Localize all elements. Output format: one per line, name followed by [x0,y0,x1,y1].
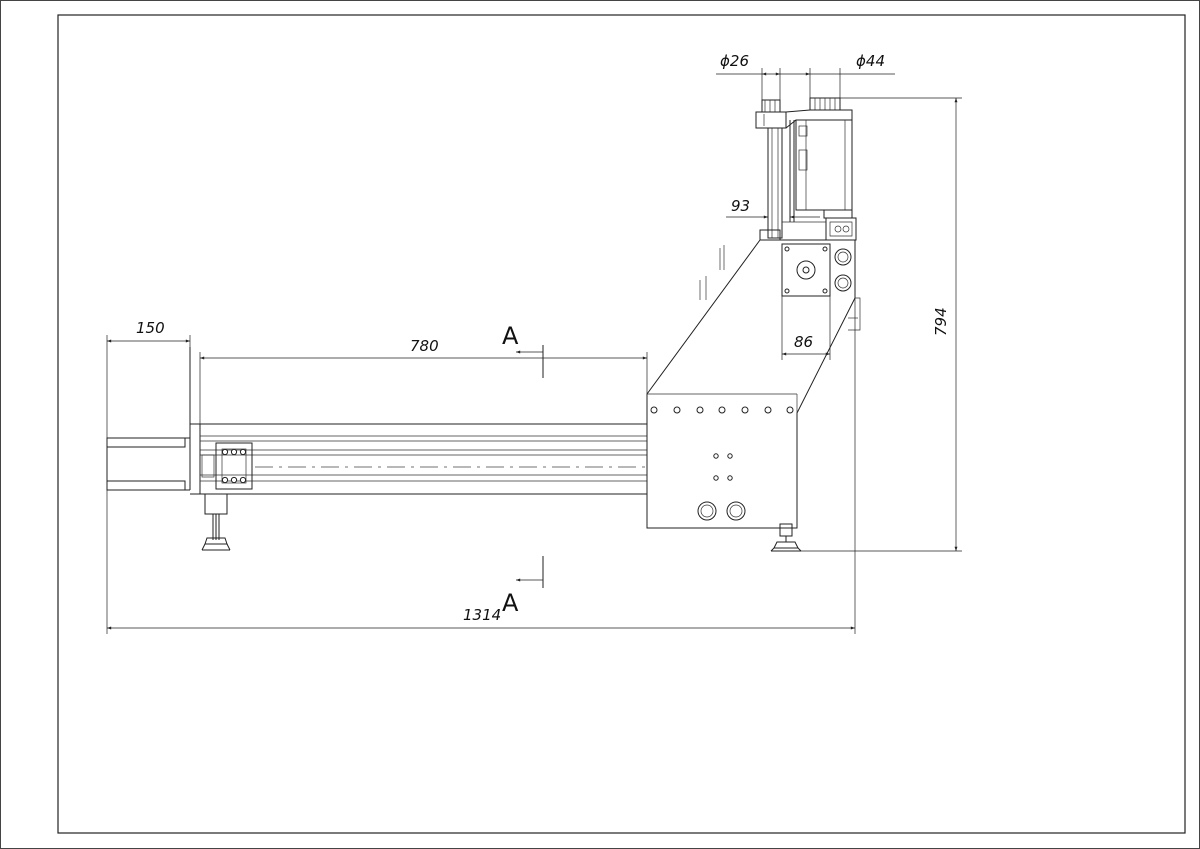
left-end-block [106,347,191,491]
upper-motor-assembly [755,97,857,241]
dimension-93: 93 [726,197,820,219]
sheet-frame [57,14,1186,834]
section-label-top: A [502,322,519,350]
dim-label-phi44: ϕ44 [856,52,885,70]
machine-side-view [106,97,861,552]
dimension-layer: 150 780 1314 794 93 [106,52,962,634]
dim-label-phi26: ϕ26 [720,52,749,70]
dimension-phi26: ϕ26 [716,52,781,100]
dimension-phi44: ϕ44 [780,52,895,98]
linear-rail-beam [190,423,648,495]
dimension-86: 86 [781,296,831,360]
dim-label-780: 780 [410,337,439,355]
right-leveling-foot [770,523,802,552]
left-leveling-foot [201,493,231,551]
dimension-794: 794 [798,97,962,552]
dimension-1314: 1314 [106,298,856,634]
dimension-780: 780 [199,337,648,424]
carriage-block [201,442,253,490]
section-label-bottom: A [502,589,519,617]
dim-label-150: 150 [136,319,165,337]
section-cut-marks: A A [502,322,544,617]
main-housing [646,239,861,529]
dimension-150: 150 [106,319,191,438]
dim-label-794: 794 [932,307,950,336]
dim-label-93: 93 [731,197,750,215]
dim-label-86: 86 [794,333,813,351]
dim-label-1314: 1314 [463,606,501,624]
